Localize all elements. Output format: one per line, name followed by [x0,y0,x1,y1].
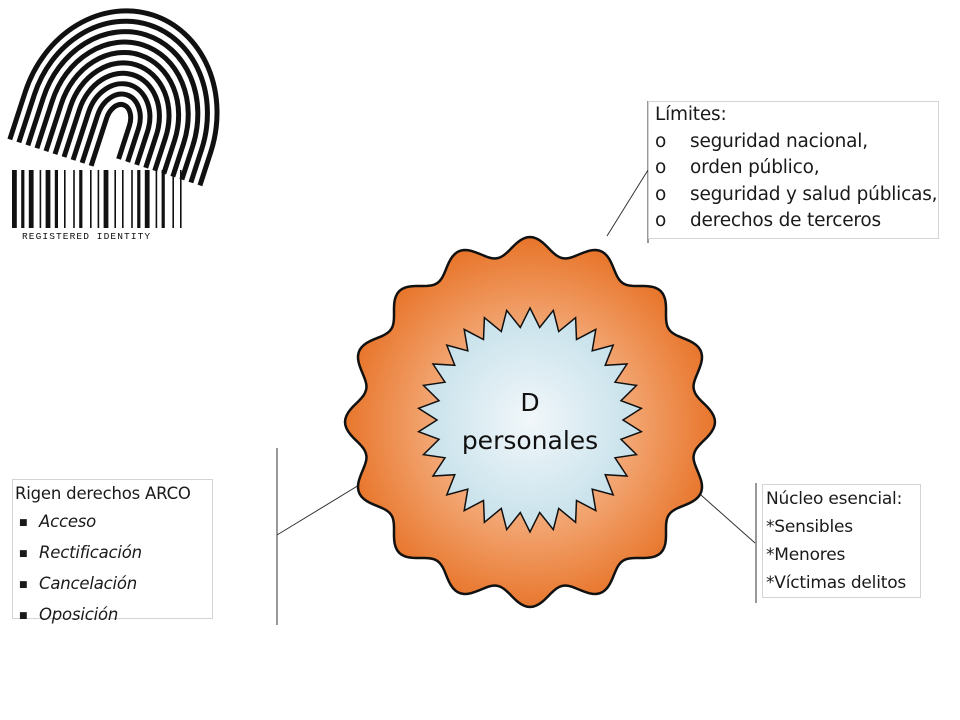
center-label: D personales [430,384,630,460]
circle-bullet-icon: o [655,210,667,231]
limits-item-label: derechos de terceros [690,210,881,231]
fingerprint-ridge [61,70,162,169]
core-item: *Sensibles [766,517,853,537]
limits-item-label: seguridad nacional, [690,130,868,152]
barcode-bar [144,170,150,228]
circle-bullet-icon: o [655,157,667,178]
connector-limits [606,169,649,237]
square-bullet-icon: ■ [19,580,28,590]
square-bullet-icon: ■ [19,518,28,528]
barcode-bar [172,170,174,228]
limits-item: o seguridad y salud públicas, [655,182,938,209]
fingerprint-ridge [52,60,172,172]
center-label-line1: D [520,388,540,417]
barcode-bar [73,170,75,228]
limits-title: Límites: [655,104,727,125]
barcode-bar [97,170,100,228]
barcode-bar [39,170,42,228]
circle-bullet-icon: o [655,130,667,152]
limits-item-label: seguridad y salud públicas, [690,183,938,205]
barcode-bar [28,170,34,228]
arco-item-label: Rectificación [39,543,142,562]
arco-item: ■ Oposición [15,601,212,632]
fingerprint-barcode-logo: REGISTERED IDENTITY [7,8,220,242]
arco-item: ■ Acceso [15,508,212,539]
core-item: *Víctimas delitos [766,573,907,593]
limits-item: o orden público, [655,155,938,182]
arco-item-label: Oposición [39,605,119,624]
arco-item-label: Cancelación [39,574,138,593]
barcode-bar [161,170,165,228]
arco-item: ■ Rectificación [15,539,212,570]
barcode-bar [122,170,124,228]
barcode-bar [90,170,92,228]
arco-item: ■ Cancelación [15,570,212,601]
core-essentials-box: Núcleo esencial: *Sensibles *Menores *Ví… [762,484,921,598]
barcode-bar [64,170,66,228]
barcode-bar [180,170,182,228]
barcode-bar [21,170,25,228]
arco-rights-box: Rigen derechos ARCO ■ Acceso ■ Rectificaci… [12,479,213,624]
fingerprint-ridge [70,81,153,166]
barcode-bar [114,170,116,228]
barcode-bar [155,170,158,228]
circle-bullet-icon: o [655,183,667,205]
inner-star-shape [416,306,644,534]
barcode-bar [131,170,133,228]
limits-box: Límites: o seguridad nacional, o orden púb… [648,101,939,239]
barcode-bar [12,170,17,228]
barcode-bar [45,170,51,228]
fingerprint-ridge [88,102,134,167]
barcode-bar [137,170,141,228]
barcode-bar [54,170,58,228]
barcode-bar [103,170,109,228]
limits-item: o seguridad nacional, [655,129,938,156]
fingerprint-ridge [43,50,182,175]
fingerprint-ridge [34,39,191,178]
arco-item-label: Acceso [39,512,97,531]
arco-title: Rigen derechos ARCO [15,484,191,503]
square-bullet-icon: ■ [19,611,28,621]
limits-item: o derechos de terceros [655,208,938,235]
logo-caption: REGISTERED IDENTITY [22,231,151,242]
fingerprint-ridge [7,8,220,187]
core-title: Núcleo esencial: [766,489,903,509]
core-item: *Menores [766,545,846,565]
center-label-line2: personales [461,426,599,455]
barcode-bar [79,170,83,228]
square-bullet-icon: ■ [19,549,28,559]
fingerprint-ridge [79,91,143,164]
fingerprint-ridge [25,29,201,181]
limits-item-label: orden público, [690,157,820,178]
fingerprint-ridge [16,18,210,184]
